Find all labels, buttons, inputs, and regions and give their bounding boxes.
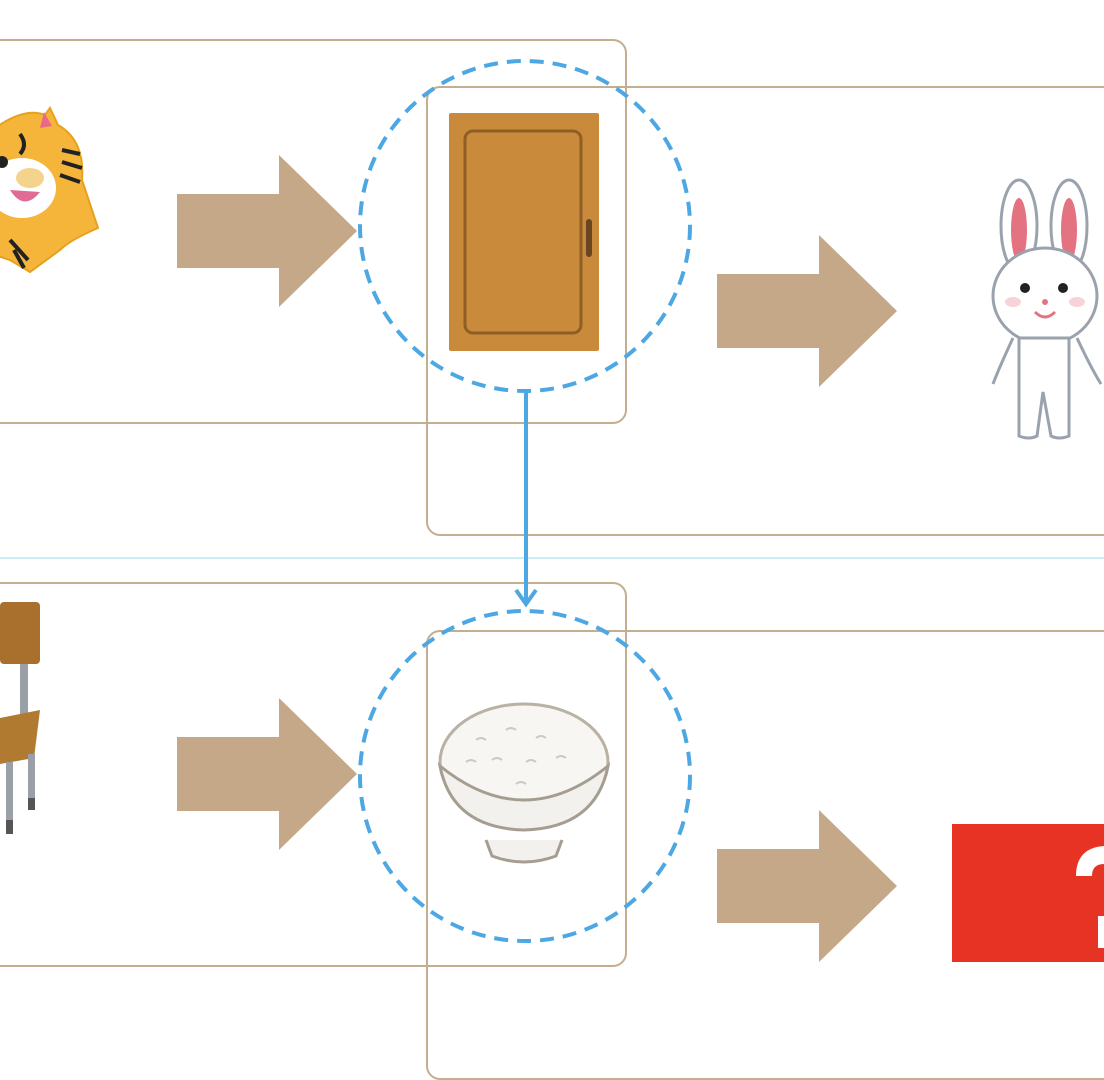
hidden-answer-card[interactable] xyxy=(952,824,1104,962)
question-mark-icon xyxy=(1076,846,1104,948)
arrow-right-icon xyxy=(717,235,897,387)
row1-right-panel xyxy=(426,86,1104,536)
tiger-illustration xyxy=(0,100,110,280)
connector-arrow xyxy=(512,392,540,610)
door-focus-circle xyxy=(357,58,693,394)
chair-illustration xyxy=(0,598,60,838)
door-illustration xyxy=(449,113,599,351)
arrow-right-icon xyxy=(177,155,357,307)
row1-left-panel xyxy=(0,39,627,424)
arrow-right-icon xyxy=(717,810,897,962)
rice-focus-circle xyxy=(357,608,693,944)
arrow-right-icon xyxy=(177,698,357,850)
row-divider xyxy=(0,557,1104,559)
rice-bowl-illustration xyxy=(436,700,612,870)
rabbit-illustration xyxy=(985,178,1104,443)
row2-left-panel xyxy=(0,582,627,967)
